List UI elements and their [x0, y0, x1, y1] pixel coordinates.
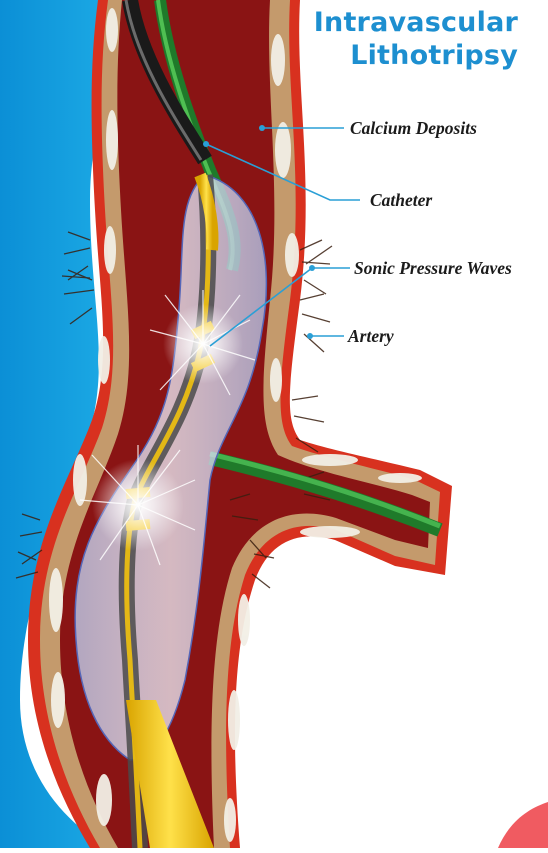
label-catheter: Catheter [370, 190, 432, 211]
label-artery: Artery [348, 326, 394, 347]
label-sonic-pressure-waves: Sonic Pressure Waves [354, 258, 512, 279]
title-line-2: Lithotripsy [314, 39, 518, 72]
corner-decoration [498, 802, 548, 848]
page-title: Intravascular Lithotripsy [314, 6, 518, 72]
label-calcium-deposits: Calcium Deposits [350, 118, 477, 139]
title-line-1: Intravascular [314, 6, 518, 39]
